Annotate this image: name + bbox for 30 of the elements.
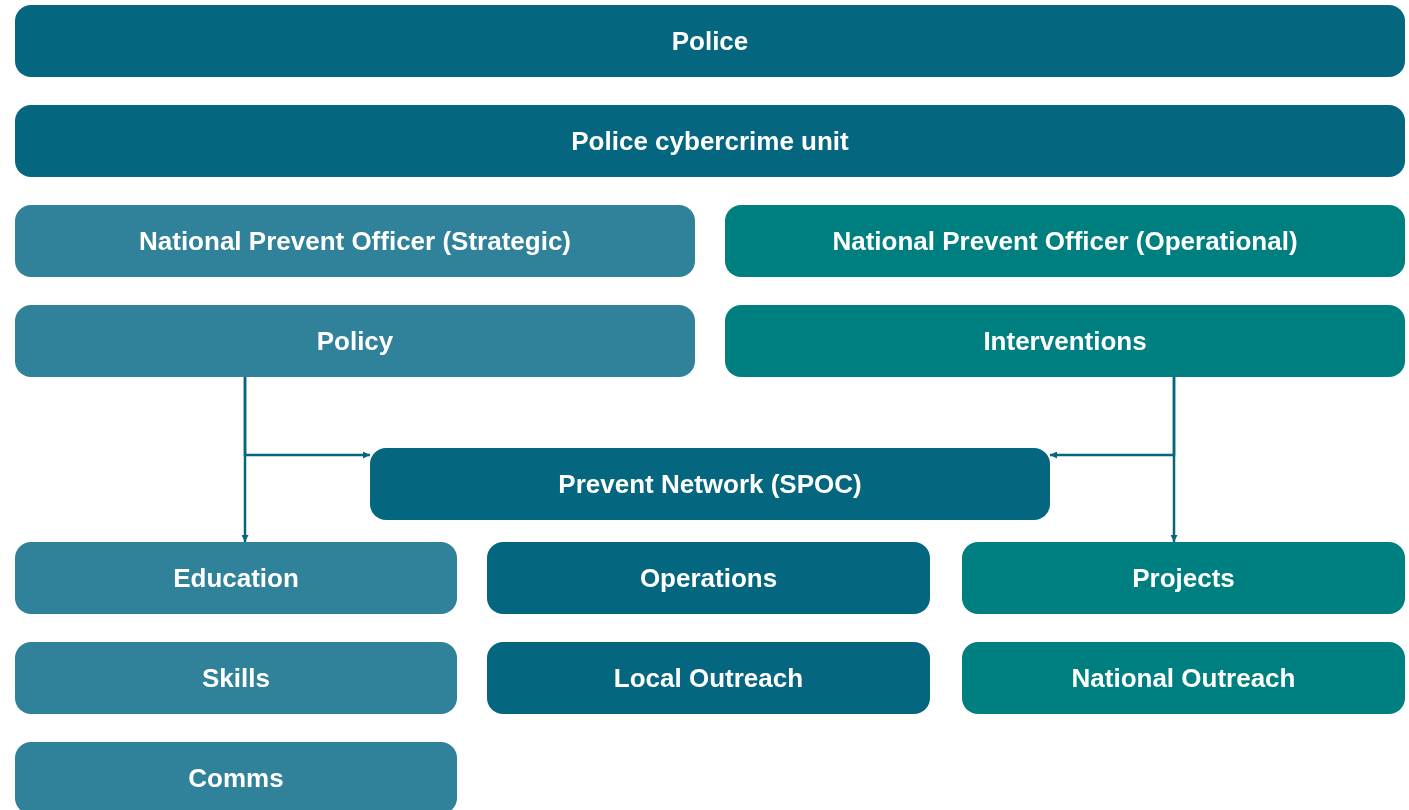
unit-box [487,642,930,714]
unit-box [15,205,695,277]
unit-box [487,542,930,614]
unit-label: Police cybercrime unit [571,125,849,157]
unit-box [15,5,1405,77]
unit-label: Operations [639,562,778,594]
arrow [243,377,370,459]
unit-box [15,305,695,377]
unit-box [725,305,1405,377]
unit-label: Local Outreach [613,662,804,694]
arrow [1050,377,1176,459]
unit-label: National Prevent Officer (Operational) [832,225,1298,257]
unit-label: Comms [188,762,284,794]
unit-box [962,642,1405,714]
unit-label: Policy [316,325,394,357]
unit-label: Interventions [983,325,1147,357]
unit-box [15,105,1405,177]
unit-label: National Prevent Officer (Strategic) [139,225,571,257]
unit-label: Skills [202,662,270,694]
unit-label: Police [671,25,749,57]
unit-box [15,742,457,810]
unit-label: National Outreach [1071,662,1296,694]
unit-box [725,205,1405,277]
unit-label: Projects [1132,562,1235,594]
unit-label: Prevent Network (SPOC) [558,468,862,500]
unit-box [15,542,457,614]
unit-box [15,642,457,714]
unit-box [962,542,1405,614]
unit-label: Education [173,562,299,594]
unit-box [370,448,1050,520]
